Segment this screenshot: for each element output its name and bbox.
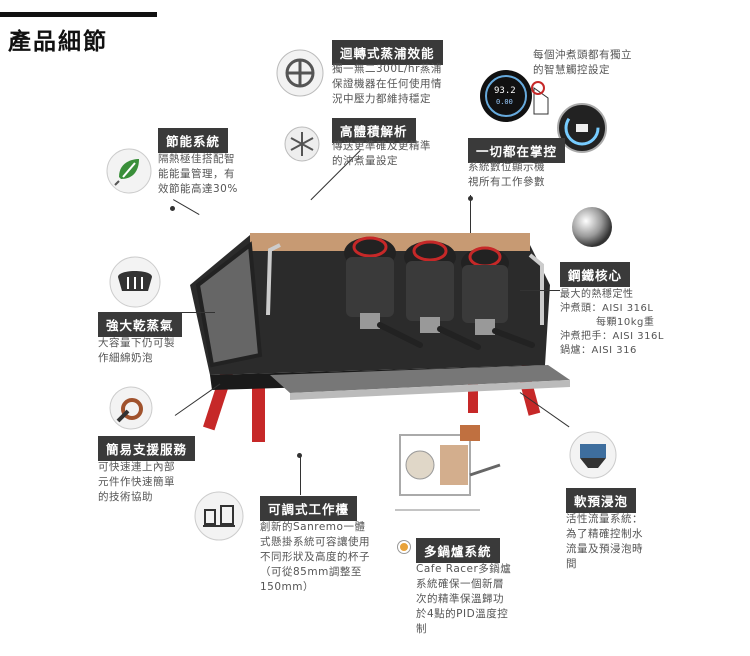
wrench-gear-icon (109, 386, 153, 430)
boiler-title: 多鍋爐系統 (416, 538, 500, 563)
boiler-dot (398, 541, 410, 553)
dry-steam-desc: 大容量下仍可製 作細綿奶泡 (98, 337, 175, 364)
display-desc: 傳送更準確及更精準 的沖煮量設定 (332, 140, 431, 167)
pump-icon (276, 49, 324, 97)
display-title: 高體積解析 (332, 118, 416, 143)
dry-steam-title: 強大乾蒸氣 (98, 312, 182, 337)
energy-desc: 隔熱極佳搭配智 能能量管理，有 效節能高達30% (158, 153, 238, 195)
steel-ball-icon (572, 207, 612, 247)
steel-title: 鋼鐵核心 (560, 262, 631, 287)
support-title: 簡易支援服務 (98, 436, 196, 461)
connector-line (520, 290, 560, 291)
control-title: 一切都在掌控 (468, 138, 566, 163)
boiler-cup-icon (569, 431, 617, 479)
connector-line (175, 312, 215, 313)
connector-line (470, 195, 471, 233)
connector-dot (297, 453, 302, 458)
preinfusion-title: 軟預浸泡 (566, 488, 637, 513)
display-sub-value: 0.00 (496, 98, 513, 106)
boiler-diagram (395, 425, 501, 511)
cup-tray-icon (194, 491, 244, 541)
snowflake-display-icon (284, 126, 320, 162)
connector-dot (468, 196, 473, 201)
title-bar (0, 12, 157, 17)
energy-title: 節能系統 (158, 128, 229, 153)
leaf-plug-icon (106, 148, 152, 194)
boiler-desc: Cafe Racer多鍋爐 系統確保一個新層 次的精準保溫歸功 於4點的PID溫… (416, 563, 512, 635)
display-value: 93.2 (494, 86, 516, 96)
steam-pump-title: 迴轉式蒸浦效能 (332, 40, 443, 65)
connector-dot (170, 206, 175, 211)
touch-hand-icon (480, 70, 549, 122)
preinfusion-desc: 活性流量系統： 為了精確控制水 流量及預浸泡時 間 (566, 513, 643, 570)
gauge-dial-icon (557, 103, 607, 153)
control-desc: 系統數位顯示機 視所有工作參數 (468, 161, 545, 188)
adjustable-desc: 創新的Sanremo一體 式懸掛系統可容讓使用 不同形狀及高度的杯子 （可從85… (260, 521, 370, 593)
adjustable-title: 可調式工作檯 (260, 496, 358, 521)
touch-desc: 每個沖煮頭都有獨立 的智慧觸控設定 (533, 49, 632, 76)
steel-desc: 最大的熱穩定性 沖煮頭：AISI 316L 每顆10kg重 沖煮把手：AISI … (560, 289, 664, 356)
connector-line (300, 455, 301, 495)
support-desc: 可快速連上內部 元件作快速簡單 的技術協助 (98, 461, 175, 503)
page-title: 產品細節 (8, 29, 108, 55)
steam-wand-icon (109, 256, 161, 308)
steam-pump-desc: 獨一無二300L/hr蒸浦 保證機器在任何使用情 況中壓力都維持穩定 (332, 63, 442, 105)
espresso-machine (190, 233, 570, 442)
